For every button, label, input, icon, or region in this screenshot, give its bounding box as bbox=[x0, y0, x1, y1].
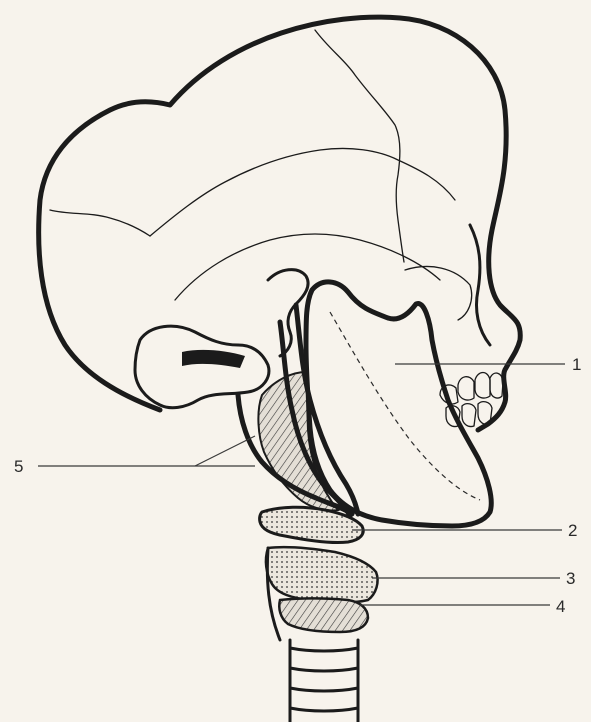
thyroid-cartilage bbox=[266, 547, 378, 602]
lambdoid-suture bbox=[50, 210, 150, 236]
mandibular-canal bbox=[330, 312, 480, 500]
leader-5-branch bbox=[195, 436, 255, 466]
squamous-suture bbox=[150, 148, 455, 236]
coronal-suture bbox=[315, 30, 404, 262]
label-3: 3 bbox=[566, 569, 575, 588]
facial-profile-line bbox=[470, 225, 490, 345]
cricoid-cartilage bbox=[279, 599, 368, 633]
orbit-line bbox=[405, 266, 472, 320]
mastoid-region bbox=[135, 326, 269, 408]
trachea bbox=[290, 640, 358, 722]
mandible bbox=[306, 282, 491, 526]
label-5: 5 bbox=[14, 457, 23, 476]
label-2: 2 bbox=[568, 521, 577, 540]
label-4: 4 bbox=[556, 597, 565, 616]
cranium-outline bbox=[39, 17, 521, 430]
ear-canal bbox=[182, 350, 245, 368]
label-1: 1 bbox=[572, 355, 581, 374]
